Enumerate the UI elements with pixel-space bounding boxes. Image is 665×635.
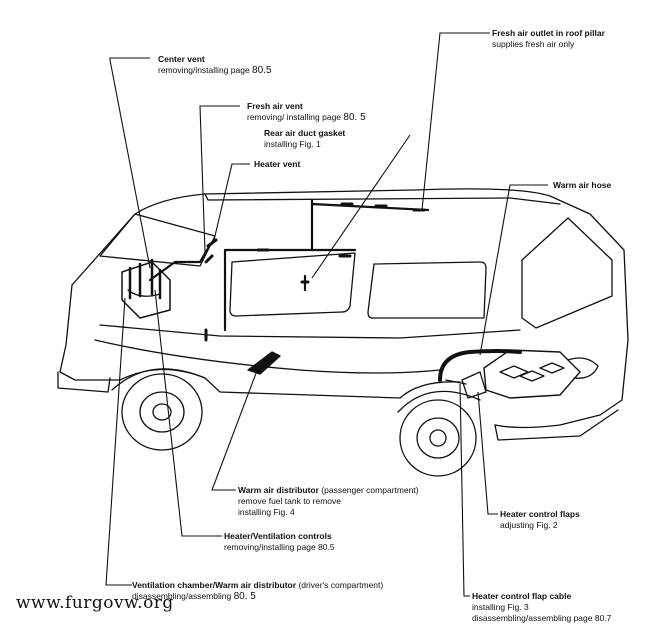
heater-control-flaps-body [461,371,487,399]
watermark-text: www.furgovw.org [16,593,174,613]
heater-control-flaps-note: adjusting Fig. 2 [500,520,558,530]
rear-wheel-rim [416,417,460,459]
callout-center-vent: Center vent removing/installing page 80.… [158,54,272,76]
callout-heater-ventilation-controls: Heater/Ventilation controls removing/ins… [224,531,335,553]
heater-ventilation-controls-title: Heater/Ventilation controls [224,531,332,541]
front-wheel-arch [111,368,206,391]
leader-fresh-air-vent [199,105,240,253]
callout-ventilation-chamber: Ventilation chamber/Warm air distributor… [132,580,383,602]
center-vent-note: removing/installing page [158,65,250,75]
center-vent-page: 80.5 [252,65,272,76]
callout-fresh-air-vent: Fresh air vent removing/ installing page… [247,101,366,123]
leader-heater-ventilation-controls [154,289,222,537]
callout-warm-air-hose: Warm air hose [553,180,611,191]
callout-heater-control-flaps: Heater control flaps adjusting Fig. 2 [500,509,580,531]
heater-control-flaps-title: Heater control flaps [500,509,580,519]
fresh-air-vent-page: 80. 5 [343,112,366,123]
warm-air-distributor-note1: remove fuel tank to remove [238,496,341,506]
fresh-air-vent-note: removing/ installing page [247,112,342,122]
ventilation-chamber-qualifier: (driver's compartment) [298,580,384,590]
warm-air-hose-title: Warm air hose [553,180,612,190]
leader-fresh-air-outlet [421,32,490,211]
engine-block [483,349,581,399]
front-wheel [121,373,203,451]
vent-flaps [204,202,426,342]
warm-air-distributor-note2: installing Fig. 4 [238,507,295,517]
leader-heater-control-flap-cable [459,383,470,597]
callout-fresh-air-outlet: Fresh air outlet in roof pillar supplies… [492,28,605,50]
leader-heater-control-flaps [477,391,498,515]
interior-duct-main [223,248,357,332]
leader-heater-vent [213,163,250,241]
side-window-middle [229,252,356,317]
callout-rear-air-duct-gasket: Rear air duct gasket installing Fig. 1 [264,128,345,150]
roof-line [204,193,561,205]
rear-wheel [399,399,477,477]
callout-warm-air-distributor: Warm air distributor (passenger compartm… [238,485,419,518]
van-body-outline [71,188,629,429]
callout-heater-vent: Heater vent [254,159,300,170]
ventilation-chamber-note: disassembling/assembling [132,591,232,601]
heater-control-flap-cable-note1: installing Fig. 3 [472,602,529,612]
rear-air-duct-gasket-note: installing Fig. 1 [264,139,321,149]
leader-center-vent [109,57,151,269]
warm-air-distributor-title: Warm air distributor [238,485,319,495]
heater-ventilation-controls-note: removing/installing page 80.5 [224,542,335,552]
warm-air-distributor-qualifier: (passenger compartment) [321,485,419,495]
rear-window [521,217,613,329]
leader-ventilation-chamber [105,297,132,586]
fresh-air-outlet-note: supplies fresh air only [492,39,575,49]
heater-control-flap-cable-note2: disassembling/assembling page 80.7 [472,613,612,623]
side-window-rear [367,261,487,319]
heater-control-flap-cable-title: Heater control flap cable [472,591,572,601]
rear-wheel-arch [397,390,481,413]
leader-rear-air-duct-gasket [311,134,411,279]
beltline [59,284,121,381]
rear-bumper [494,409,619,441]
heater-duct-front [148,243,212,282]
ventilation-chamber-title: Ventilation chamber/Warm air distributor [132,580,297,590]
side-trim [99,324,521,339]
ventilation-chamber-page: 80. 5 [233,591,256,602]
front-wheel-rim [139,391,185,433]
roof-duct [310,198,430,252]
front-bumper [57,371,111,393]
warm-air-distributor [247,351,281,375]
fresh-air-outlet-title: Fresh air outlet in roof pillar [492,28,605,38]
side-crease [94,339,441,374]
heater-vent-title: Heater vent [254,159,301,169]
center-vent-title: Center vent [158,54,205,64]
leader-warm-air-distributor [211,367,259,491]
leader-warm-air-hose [479,184,548,356]
rear-air-duct-gasket-title: Rear air duct gasket [264,128,346,138]
fresh-air-vent-title: Fresh air vent [247,101,303,111]
callout-heater-control-flap-cable: Heater control flap cable installing Fig… [472,591,611,624]
front-window [99,213,216,267]
